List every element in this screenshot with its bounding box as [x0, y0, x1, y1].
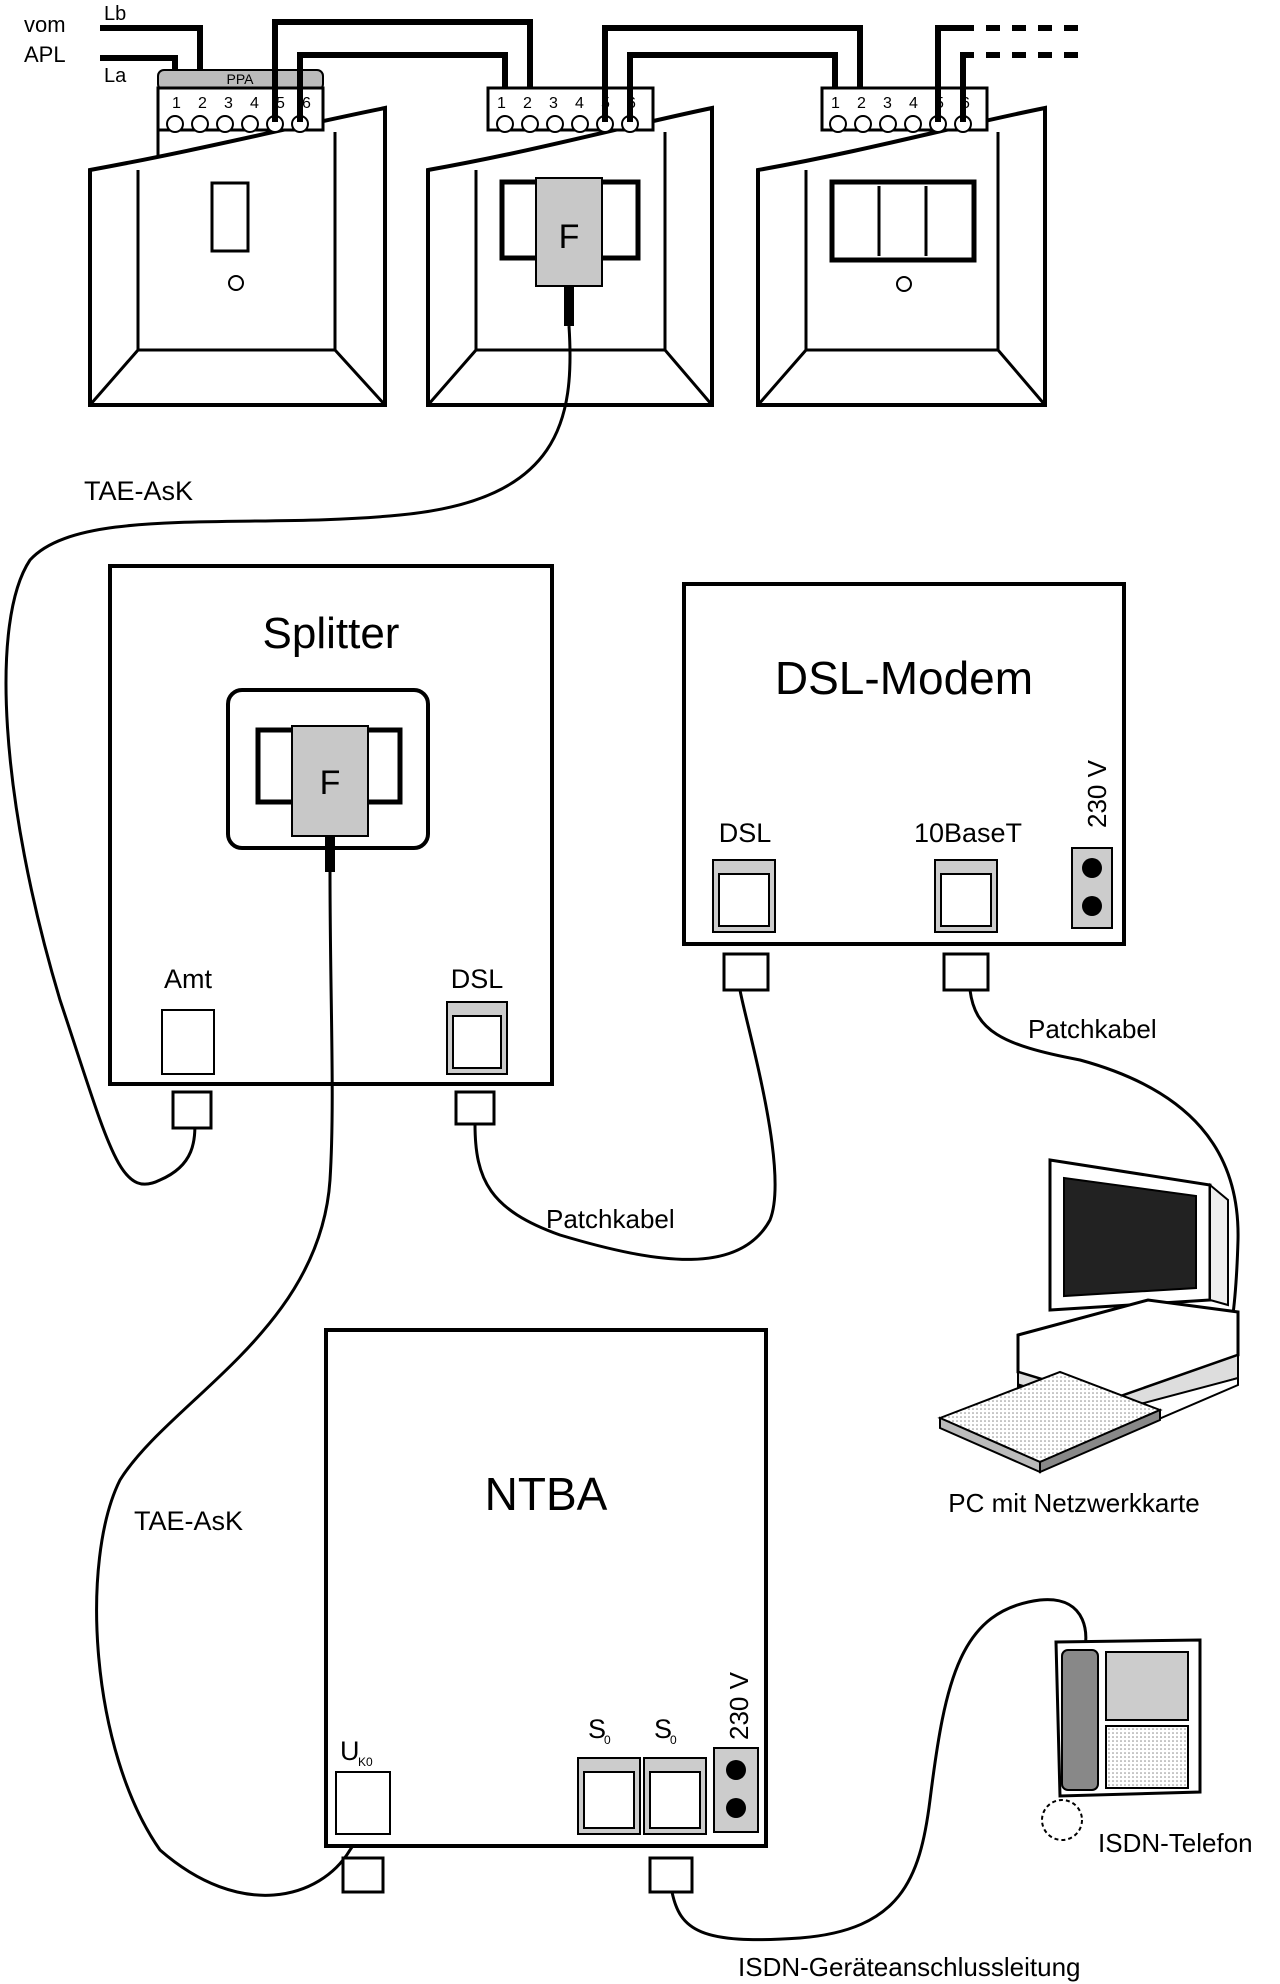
ppa-label: PPA [227, 71, 255, 87]
splitter-f-label: F [320, 764, 341, 802]
terminal-number: 5 [276, 95, 285, 112]
tae-f-label: F [559, 218, 580, 256]
splitter-box: Splitter F Amt DSL [108, 564, 554, 1086]
terminal-number: 4 [909, 95, 918, 112]
rj-plug-modem-dsl [722, 952, 770, 992]
terminal-number: 2 [198, 95, 207, 112]
terminal-number: 2 [857, 95, 866, 112]
wires-socket3-continuation [935, 25, 966, 122]
tae-socket-1: PPA 1 2 3 4 5 6 [88, 69, 387, 407]
ntba-uk0-sub: K0 [358, 1755, 373, 1769]
splitter-amt-port [161, 1009, 215, 1075]
ntba-box: NTBA U K0 S 0 S 0 230 V [324, 1328, 768, 1848]
modem-10baset-label: 10BaseT [914, 818, 1022, 848]
ntba-title: NTBA [485, 1468, 608, 1520]
isdn-cable-label: ISDN-Geräteanschlussleitung [738, 1952, 1081, 1982]
plug-cable-strain [564, 286, 574, 326]
tae-ask-cable-top [4, 325, 572, 1186]
tae-socket-3: 1 2 3 4 5 6 [756, 86, 1047, 407]
patchkabel-cable-1 [473, 989, 777, 1261]
terminal-number: 1 [831, 95, 840, 112]
tae-ask-label-top: TAE-AsK [84, 476, 193, 506]
terminal-number: 6 [302, 95, 311, 112]
tae-jack [210, 181, 250, 253]
plug-cable-strain [325, 836, 335, 872]
rj-plug-ntba-s0 [648, 1856, 694, 1894]
screw-icon [896, 276, 912, 292]
screw-terminals [496, 115, 639, 133]
ntba-s0b-label: S [654, 1714, 672, 1744]
splitter-amt-label: Amt [164, 964, 213, 994]
modem-dsl-label: DSL [719, 818, 772, 848]
splitter-dsl-label: DSL [451, 964, 504, 994]
handset-icon [1061, 1649, 1099, 1791]
dsl-modem-title: DSL-Modem [775, 652, 1033, 704]
tae-f-plug [535, 177, 603, 287]
ntba-s0a-label: S [588, 1714, 606, 1744]
wire-continuation-dashes [960, 25, 1078, 58]
terminal-number: 3 [549, 95, 558, 112]
patchkabel-label-2: Patchkabel [1028, 1014, 1157, 1044]
ntba-power-label: 230 V [724, 1671, 754, 1740]
wire-lb-label: Lb [104, 3, 126, 25]
splitter-f-plug [291, 725, 369, 837]
splitter-title: Splitter [263, 609, 400, 658]
terminal-number: 4 [575, 95, 584, 112]
pc-icon [937, 1158, 1240, 1474]
tae-ask-label-bottom: TAE-AsK [134, 1506, 243, 1536]
terminal-number: 1 [497, 95, 506, 112]
isdn-cable [670, 1598, 1088, 1942]
patchkabel-label-1: Patchkabel [546, 1204, 675, 1234]
dsl-modem-box: DSL-Modem DSL 10BaseT 230 V [682, 582, 1126, 946]
terminal-number: 2 [523, 95, 532, 112]
ntba-uk0-port [335, 1771, 391, 1835]
isdn-telephone-icon [1041, 1638, 1202, 1841]
modem-power-label: 230 V [1082, 759, 1112, 828]
terminal-number: 3 [883, 95, 892, 112]
rj-plug-modem-10baset [942, 952, 990, 992]
terminal-number: 4 [250, 95, 259, 112]
ntba-uk0-label: U [340, 1736, 360, 1766]
rj-plug-amt [171, 1090, 213, 1130]
rj-plug-ntba-uk0 [341, 1856, 385, 1894]
tae-socket-2: 1 2 3 4 5 6 F [426, 86, 714, 407]
tae-ask-cable-bottom [95, 871, 370, 1897]
terminal-row-1: 1 2 3 4 5 6 [172, 95, 311, 112]
apl-apl-label: APL [24, 42, 66, 67]
terminal-number: 1 [172, 95, 181, 112]
apl-vom-label: vom [24, 12, 66, 37]
pc-label: PC mit Netzwerkkarte [948, 1488, 1199, 1518]
patchkabel-cable-2 [968, 989, 1240, 1371]
isdn-phone-label: ISDN-Telefon [1098, 1828, 1253, 1858]
rj-plug-splitter-dsl [454, 1090, 496, 1126]
ntba-s0a-sub: 0 [604, 1733, 611, 1747]
coiled-cord-icon [1041, 1799, 1083, 1841]
wire-la-label: La [104, 65, 127, 87]
tae-nff-jack [829, 179, 977, 263]
terminal-number: 3 [224, 95, 233, 112]
ntba-s0b-sub: 0 [670, 1733, 677, 1747]
apl-text: vom APL Lb La [24, 3, 127, 87]
screw-icon [228, 275, 244, 291]
